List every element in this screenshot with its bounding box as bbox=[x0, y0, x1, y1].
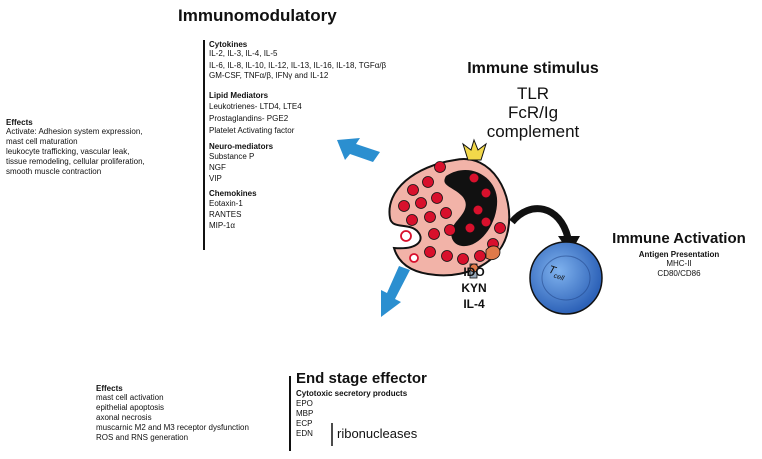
stimulus-item: FcR/Ig bbox=[507, 103, 559, 122]
secretory-product: EPO bbox=[296, 399, 313, 408]
lipid-line: Platelet Activating factor bbox=[209, 126, 295, 135]
product-item: IL-4 bbox=[463, 297, 485, 311]
eosinophil-cell bbox=[388, 158, 511, 277]
secretory-product: EDN bbox=[296, 429, 313, 438]
immune-stimulus: Immune stimulus TLR FcR/Ig complement bbox=[463, 60, 603, 141]
activation-item: CD80/CD86 bbox=[657, 269, 701, 278]
effects-bottom-line: epithelial apoptosis bbox=[96, 403, 165, 412]
product-item: IDO bbox=[463, 265, 485, 279]
activation-item: MHC-II bbox=[666, 259, 692, 268]
cytokines-line: IL-2, IL-3, IL-4, IL-5 bbox=[209, 49, 278, 58]
chemokine-line: RANTES bbox=[209, 210, 242, 219]
effects-left-line: mast cell maturation bbox=[6, 137, 78, 146]
tcell-icon bbox=[529, 241, 603, 315]
end-stage: End stage effector Cytotoxic secretory p… bbox=[296, 370, 427, 439]
cytokines-heading: Cytokines bbox=[209, 40, 248, 49]
effects-bottom-line: axonal necrosis bbox=[96, 413, 152, 422]
immunomodulatory-list: Cytokines IL-2, IL-3, IL-4, IL-5 IL-6, I… bbox=[209, 40, 386, 231]
mhc-receptor-icon bbox=[469, 245, 501, 279]
immunomodulatory-title: Immunomodulatory bbox=[178, 6, 337, 25]
ribonucleases-label: ribonucleases bbox=[337, 426, 418, 441]
neuro-line: NGF bbox=[209, 163, 226, 172]
cytokines-line: GM-CSF, TNFα/β, IFNγ and IL-12 bbox=[209, 71, 329, 80]
immune-stimulus-title: Immune stimulus bbox=[467, 60, 599, 77]
effects-bottom-line: muscarnic M2 and M3 receptor dysfunction bbox=[96, 423, 249, 432]
effects-bottom-line: mast cell activation bbox=[96, 393, 164, 402]
lipid-mediators-heading: Lipid Mediators bbox=[209, 91, 269, 100]
effects-left-line: Activate: Adhesion system expression, bbox=[6, 127, 143, 136]
immune-activation: Immune Activation Antigen Presentation M… bbox=[600, 230, 758, 279]
secretory-product: ECP bbox=[296, 419, 313, 428]
lipid-line: Prostaglandins- PGE2 bbox=[209, 114, 289, 123]
effects-bottom-heading: Effects bbox=[96, 384, 123, 393]
end-stage-subheading: Cytotoxic secretory products bbox=[296, 389, 408, 398]
chemokine-line: MIP-1α bbox=[209, 221, 235, 230]
cytokines-line: IL-6, IL-8, IL-10, IL-12, IL-13, IL-16, … bbox=[209, 61, 387, 70]
receptor-icon bbox=[462, 138, 487, 161]
granules bbox=[398, 161, 506, 265]
antigen-presentation-heading: Antigen Presentation bbox=[638, 250, 720, 259]
neuro-line: VIP bbox=[209, 174, 222, 183]
end-stage-title: End stage effector bbox=[296, 370, 427, 387]
effects-left-line: tissue remodeling, cellular proliferatio… bbox=[6, 157, 145, 166]
immune-activation-title: Immune Activation bbox=[612, 230, 746, 247]
effects-bottom: Effects mast cell activation epithelial … bbox=[96, 384, 249, 443]
released-granules bbox=[400, 230, 419, 263]
effects-left-heading: Effects bbox=[6, 118, 33, 127]
effects-left-line: smooth muscle contraction bbox=[6, 167, 102, 176]
chemokine-line: Eotaxin-1 bbox=[209, 199, 243, 208]
lipid-line: Leukotrienes- LTD4, LTE4 bbox=[209, 102, 302, 111]
stimulus-item: complement bbox=[486, 122, 580, 141]
product-item: KYN bbox=[461, 281, 487, 295]
stimulus-item: TLR bbox=[516, 84, 550, 103]
effects-bottom-line: ROS and RNS generation bbox=[96, 433, 189, 442]
effects-left: Effects Activate: Adhesion system expres… bbox=[6, 118, 145, 177]
arrow-to-immunomodulatory bbox=[337, 138, 380, 162]
effects-left-line: leukocyte trafficking, vascular leak, bbox=[6, 147, 130, 156]
neuro-mediators-heading: Neuro-mediators bbox=[209, 142, 274, 151]
chemokines-heading: Chemokines bbox=[209, 189, 257, 198]
arrow-to-end-stage bbox=[381, 266, 410, 317]
nuclear-granules bbox=[465, 173, 491, 233]
cell-products: IDO KYN IL-4 bbox=[454, 264, 494, 312]
secretory-product: MBP bbox=[296, 409, 314, 418]
neuro-line: Substance P bbox=[209, 152, 255, 161]
immunomodulatory-divider bbox=[203, 40, 205, 250]
